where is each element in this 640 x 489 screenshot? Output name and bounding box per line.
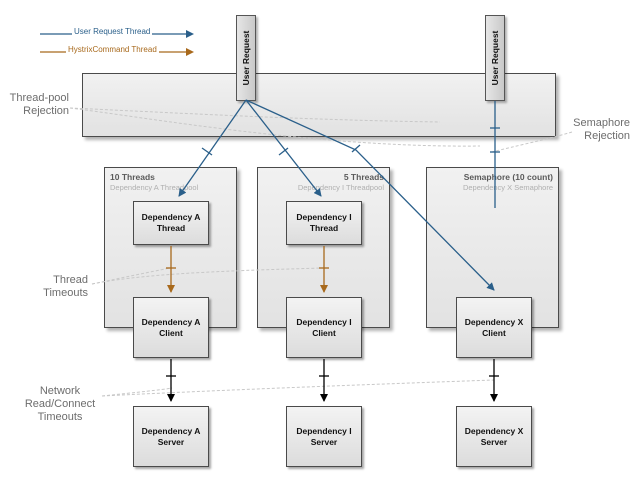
server-node-i: Dependency I Server bbox=[286, 406, 362, 467]
legend-user-request-label: User Request Thread bbox=[72, 27, 153, 36]
server-node-x: Dependency X Server bbox=[456, 406, 532, 467]
client-node-x: Dependency X Client bbox=[456, 297, 532, 358]
legend-hystrix-label: HystrixCommand Thread bbox=[66, 45, 159, 54]
thread-pool-rejection-label: Thread-pool Rejection bbox=[9, 92, 69, 117]
client-node-i: Dependency I Client bbox=[286, 297, 362, 358]
semaphore-rejection-label: Semaphore Rejection bbox=[573, 117, 630, 142]
pool-subtitle: Dependency X Semaphore bbox=[462, 183, 553, 192]
pool-subtitle: Dependency I Threadpool bbox=[297, 183, 384, 192]
user-request-bar-left: User Request bbox=[236, 15, 256, 101]
pool-title: Semaphore (10 count) bbox=[463, 172, 553, 182]
pool-title: 5 Threads bbox=[343, 172, 384, 182]
client-node-a: Dependency A Client bbox=[133, 297, 209, 358]
user-request-bar-label: User Request bbox=[490, 30, 500, 86]
network-timeouts-label: Network Read/Connect Timeouts bbox=[24, 385, 96, 423]
thread-node-a: Dependency A Thread bbox=[133, 201, 209, 245]
pool-subtitle: Dependency A Threadpool bbox=[110, 183, 199, 192]
server-node-a: Dependency A Server bbox=[133, 406, 209, 467]
user-request-bar-label: User Request bbox=[241, 30, 251, 86]
pool-title: 10 Threads bbox=[110, 172, 155, 182]
network-timeouts-guide bbox=[101, 379, 495, 397]
thread-node-i: Dependency I Thread bbox=[286, 201, 362, 245]
user-request-bar-right: User Request bbox=[485, 15, 505, 101]
thread-timeouts-label: Thread Timeouts bbox=[43, 274, 88, 299]
